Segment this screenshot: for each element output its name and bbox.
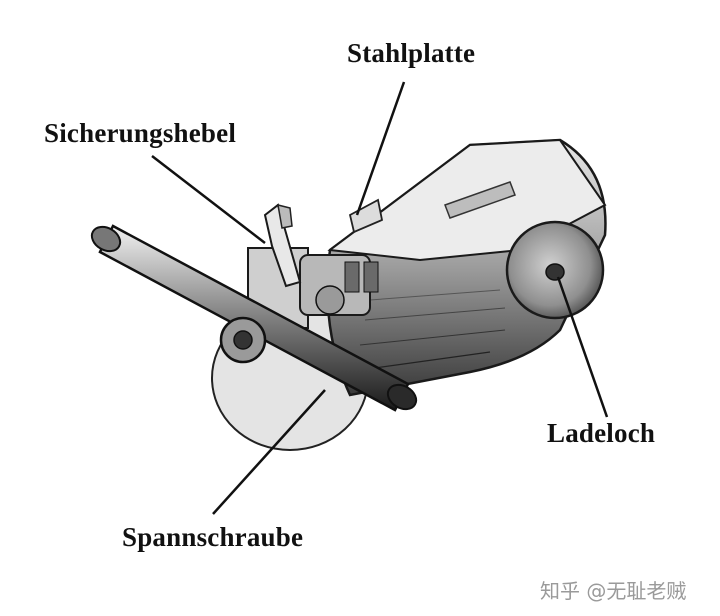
leader-sicherungshebel: [151, 155, 266, 244]
label-ladeloch: Ladeloch: [547, 418, 656, 448]
label-stahlplatte: Stahlplatte: [347, 38, 476, 68]
watermark: 知乎 @无耻老贼: [540, 579, 687, 603]
safety-lever-tab: [277, 203, 293, 229]
label-sicherungshebel: Sicherungshebel: [44, 118, 237, 148]
leader-ladeloch: [556, 276, 609, 418]
housing: [326, 138, 607, 397]
label-spannschraube: Spannschraube: [122, 522, 304, 552]
leader-spannschraube: [212, 389, 326, 515]
steel-plate: [348, 198, 384, 234]
leader-stahlplatte: [355, 81, 406, 216]
tension-screw-rod: [90, 224, 418, 412]
end-cap: [505, 220, 605, 320]
